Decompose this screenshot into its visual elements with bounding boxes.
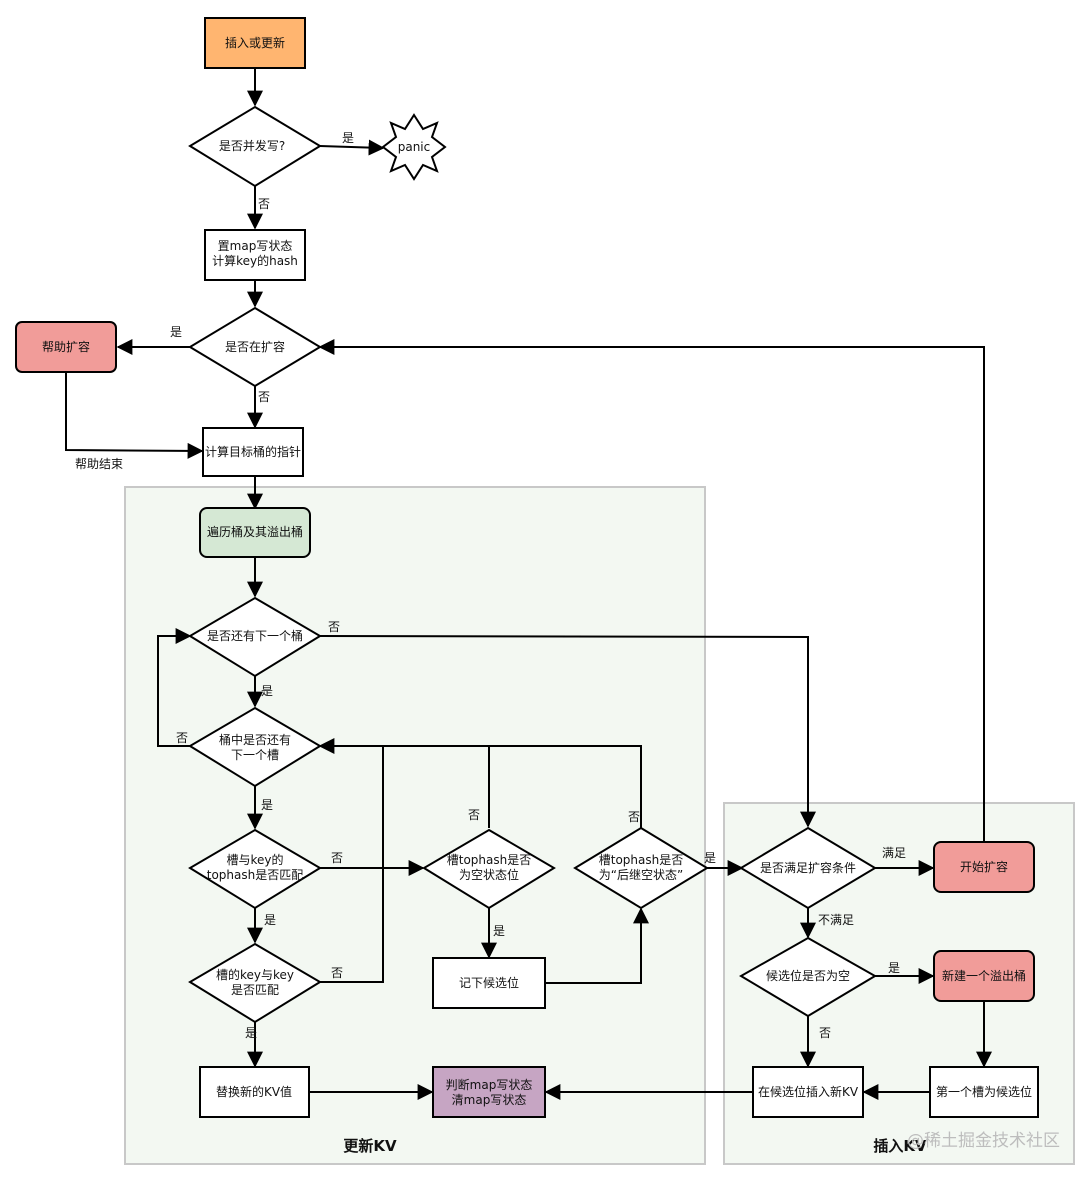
edge-label-yes-rest: 是 bbox=[704, 851, 716, 865]
edge-startgrow-growing bbox=[318, 339, 985, 842]
panic-label: panic bbox=[398, 140, 431, 154]
first-slot-label: 第一个槽为候选位 bbox=[936, 1084, 1032, 1099]
candidate-null-decision bbox=[739, 936, 877, 1018]
edge-label-no-key: 否 bbox=[331, 966, 343, 980]
edge-label-no-empty: 否 bbox=[468, 808, 480, 822]
record-candidate-node bbox=[432, 957, 546, 1009]
start-grow-label: 开始扩容 bbox=[960, 859, 1008, 874]
edge-label-no-next-slot: 否 bbox=[176, 731, 188, 745]
traverse-node bbox=[199, 507, 311, 558]
insert-kv-node bbox=[752, 1066, 864, 1118]
finish-label-2: 清map写状态 bbox=[452, 1093, 527, 1107]
insert-kv-label-text: 在候选位插入新KV bbox=[758, 1084, 859, 1099]
rest-empty-label-2: 为“后继空状态” bbox=[599, 868, 683, 882]
watermark: @稀土掘金技术社区 bbox=[907, 1131, 1060, 1151]
edge-label-no-concurrent: 否 bbox=[258, 197, 270, 211]
new-overflow-label: 新建一个溢出桶 bbox=[942, 968, 1026, 983]
edge-nextbucket-growcond bbox=[319, 635, 816, 828]
start-grow-node bbox=[933, 841, 1035, 893]
new-overflow-node bbox=[933, 950, 1035, 1002]
calc-bucket-node bbox=[202, 427, 304, 477]
edge-label-yes-growing: 是 bbox=[170, 325, 182, 339]
next-slot-decision bbox=[188, 706, 322, 788]
replace-kv-label: 替换新的KV值 bbox=[216, 1084, 292, 1099]
rest-empty-decision bbox=[573, 826, 709, 910]
edge-label-yes-panic: 是 bbox=[342, 131, 354, 145]
edge-label-no-rest: 否 bbox=[628, 810, 640, 824]
grow-cond-decision bbox=[739, 826, 877, 910]
next-slot-label-1: 桶中是否还有 bbox=[219, 732, 291, 747]
edge-label-yes-next-bucket: 是 bbox=[261, 684, 273, 698]
panic-burst bbox=[381, 113, 447, 181]
next-bucket-decision bbox=[188, 596, 322, 678]
set-state-label-1: 置map写状态 bbox=[218, 239, 293, 253]
edge-nextslot-nextbucket bbox=[157, 628, 192, 747]
key-match-decision bbox=[188, 942, 322, 1024]
edge-label-help-done: 帮助结束 bbox=[75, 457, 123, 471]
replace-kv-node bbox=[199, 1066, 310, 1118]
edge-label-yes-next-slot: 是 bbox=[261, 798, 273, 812]
tophash-match-decision bbox=[188, 828, 322, 910]
help-grow-label: 帮助扩容 bbox=[42, 339, 90, 354]
tophash-match-label-2: tophash是否匹配 bbox=[207, 868, 303, 882]
finish-label-1: 判断map写状态 bbox=[446, 1077, 533, 1092]
edge-labels: 是 否 是 否 帮助结束 否 是 否 是 否 是 否 是 否 是 否 是 满足 … bbox=[75, 131, 906, 1040]
edge-label-no-null: 否 bbox=[819, 1026, 831, 1040]
help-grow-node bbox=[15, 321, 117, 373]
concurrent-write-decision bbox=[188, 105, 322, 188]
update-kv-label: 更新KV bbox=[343, 1137, 397, 1155]
edge-label-not-meet: 不满足 bbox=[818, 913, 854, 927]
candidate-null-label: 候选位是否为空 bbox=[766, 968, 850, 983]
start-label: 插入或更新 bbox=[225, 35, 285, 50]
edge-rest-nextslot bbox=[320, 745, 642, 828]
edge-label-no-growing: 否 bbox=[258, 390, 270, 404]
edge-help-calc bbox=[65, 373, 204, 459]
finish-node bbox=[432, 1066, 546, 1118]
key-match-label-2: 是否匹配 bbox=[231, 983, 279, 997]
record-candidate-label: 记下候选位 bbox=[459, 975, 519, 990]
first-slot-node bbox=[929, 1066, 1039, 1118]
traverse-label: 遍历桶及其溢出桶 bbox=[207, 524, 303, 539]
set-state-label-2: 计算key的hash bbox=[212, 253, 298, 268]
edge-label-yes-null: 是 bbox=[888, 961, 900, 975]
nodes bbox=[15, 17, 1039, 1118]
set-state-node bbox=[204, 229, 306, 281]
node-labels: 插入或更新 是否并发写? panic 置map写状态 计算key的hash 是否… bbox=[42, 35, 1032, 1107]
grow-cond-label: 是否满足扩容条件 bbox=[760, 860, 856, 875]
start-node bbox=[204, 17, 306, 69]
edge-label-yes-key: 是 bbox=[245, 1026, 257, 1040]
growing-label: 是否在扩容 bbox=[225, 339, 285, 354]
edge-label-no-tophash: 否 bbox=[331, 851, 343, 865]
key-match-label-1: 槽的key与key bbox=[216, 967, 294, 982]
tophash-match-label-1: 槽与key的 bbox=[226, 852, 283, 867]
edge-label-no-next-bucket: 否 bbox=[328, 620, 340, 634]
edges bbox=[65, 68, 992, 1100]
growing-decision bbox=[188, 306, 322, 388]
empty-slot-label-2: 为空状态位 bbox=[459, 867, 519, 882]
calc-bucket-label: 计算目标桶的指针 bbox=[205, 444, 301, 459]
next-bucket-label: 是否还有下一个桶 bbox=[207, 628, 303, 643]
edge-label-yes-empty: 是 bbox=[493, 924, 505, 938]
next-slot-label-2: 下一个槽 bbox=[231, 748, 279, 762]
edge-label-meet: 满足 bbox=[882, 846, 906, 860]
concurrent-write-label: 是否并发写? bbox=[219, 138, 285, 153]
empty-slot-decision bbox=[422, 828, 556, 910]
edge-label-yes-tophash: 是 bbox=[264, 913, 276, 927]
insert-kv-label: 插入KV bbox=[873, 1137, 927, 1155]
edge-record-rest bbox=[546, 907, 649, 984]
update-kv-region bbox=[124, 486, 706, 1165]
rest-empty-label-1: 槽tophash是否 bbox=[599, 853, 683, 867]
empty-slot-label-1: 槽tophash是否 bbox=[447, 853, 531, 867]
edge-concurrent-panic bbox=[319, 139, 385, 156]
